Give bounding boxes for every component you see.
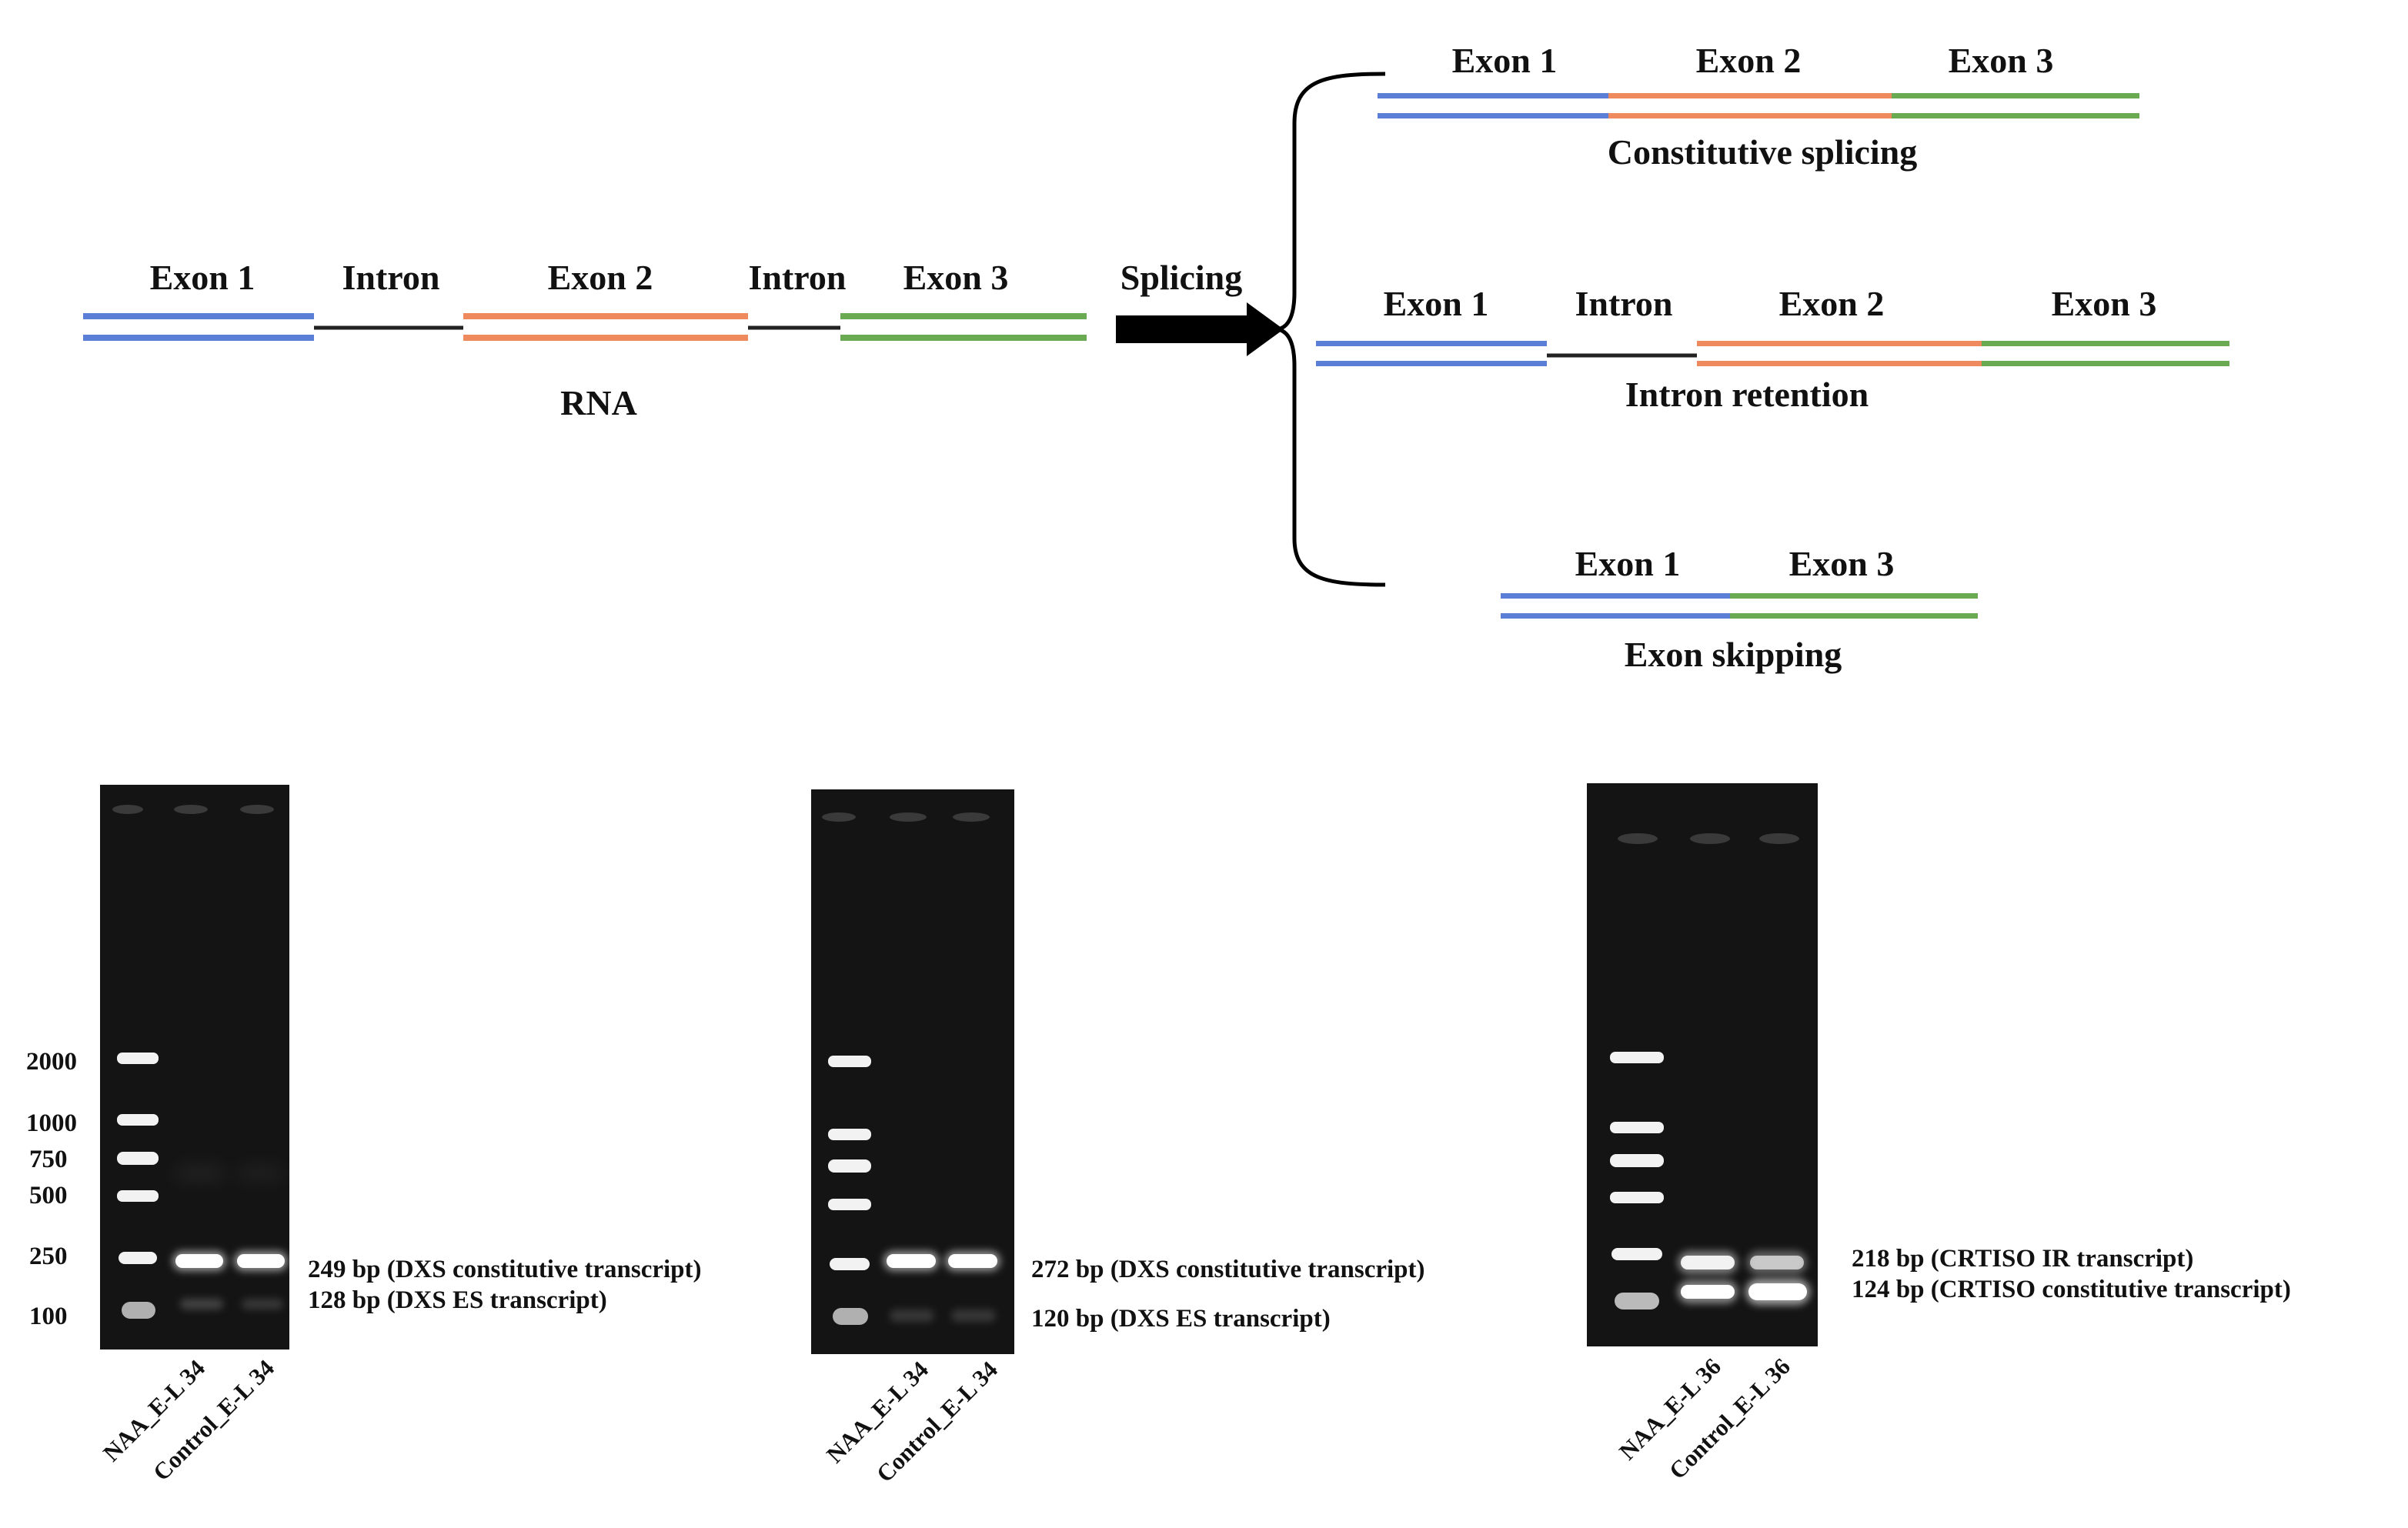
skipping-label-exon-3: Exon 3 bbox=[1789, 544, 1895, 583]
gel-1-ladder-750: 750 bbox=[29, 1146, 68, 1173]
gel-1-ladder-250: 250 bbox=[29, 1243, 68, 1270]
gel-2-ladder bbox=[828, 1056, 871, 1325]
gel-2-band-label-2: 120 bp (DXS ES transcript) bbox=[1031, 1305, 1331, 1333]
gel-3-band-label-1: 218 bp (CRTISO IR transcript) bbox=[1852, 1245, 2193, 1273]
gel-3-band-label-2: 124 bp (CRTISO constitutive transcript) bbox=[1852, 1276, 2291, 1303]
gel-3-wells bbox=[1618, 833, 1799, 844]
pre-mrna-label-exon-2: Exon 2 bbox=[548, 258, 653, 297]
retention-exon-2 bbox=[1697, 341, 1982, 366]
gel-1-ladder-100: 100 bbox=[29, 1303, 68, 1330]
gel-1-wells bbox=[112, 805, 274, 814]
gel-2-wells bbox=[822, 812, 990, 822]
gel-1-ladder-500: 500 bbox=[29, 1182, 68, 1209]
gel-1-ladder bbox=[117, 1053, 159, 1319]
pre-mrna-exon-1 bbox=[83, 313, 314, 341]
pre-mrna-exon-2 bbox=[463, 313, 748, 341]
pre-mrna-label-rna: RNA bbox=[560, 383, 637, 422]
constitutive-exon-1 bbox=[1378, 93, 1608, 118]
gel-1-band-label-1: 249 bp (DXS constitutive transcript) bbox=[308, 1256, 701, 1283]
pre-mrna-label-exon-3: Exon 3 bbox=[903, 258, 1009, 297]
constitutive-splicing-title: Constitutive splicing bbox=[1608, 132, 1918, 172]
gel-3-panel: 218 bp (CRTISO IR transcript) 124 bp (CR… bbox=[1587, 783, 2291, 1484]
retention-exon-1 bbox=[1316, 341, 1547, 366]
gel-1-ladder-1000: 1000 bbox=[26, 1109, 77, 1137]
outcome-constitutive-splicing: Exon 1 Exon 2 Exon 3 Constitutive splici… bbox=[1378, 41, 2139, 172]
outcome-brace bbox=[1277, 72, 1386, 587]
pre-mrna-label-intron-2: Intron bbox=[749, 258, 847, 297]
gel-1-sample-bands bbox=[172, 1169, 288, 1309]
splicing-label: Splicing bbox=[1121, 258, 1243, 297]
pre-mrna-exon-3 bbox=[840, 313, 1087, 341]
skipping-label-exon-1: Exon 1 bbox=[1575, 544, 1681, 583]
gel-3-ladder bbox=[1610, 1052, 1664, 1309]
outcome-intron-retention: Exon 1 Intron Exon 2 Exon 3 Intron reten… bbox=[1316, 284, 2229, 414]
pre-mrna-diagram: Exon 1 Intron Exon 2 Intron Exon 3 RNA bbox=[83, 258, 1087, 422]
gel-2-lane-label-2: Control_E-L 34 bbox=[871, 1356, 1003, 1487]
retention-exon-3 bbox=[1982, 341, 2229, 366]
constitutive-exon-2 bbox=[1608, 93, 1892, 118]
skipping-exon-1 bbox=[1501, 593, 1730, 619]
retention-label-exon-2: Exon 2 bbox=[1779, 284, 1885, 323]
gel-1-band-label-2: 128 bp (DXS ES transcript) bbox=[308, 1286, 607, 1314]
gel-3-sample-bands bbox=[1678, 1251, 1810, 1305]
retention-label-exon-1: Exon 1 bbox=[1384, 284, 1489, 323]
gel-3-lane-label-2: Control_E-L 36 bbox=[1664, 1353, 1795, 1484]
outcome-exon-skipping: Exon 1 Exon 3 Exon skipping bbox=[1501, 544, 1978, 674]
intron-retention-title: Intron retention bbox=[1625, 375, 1869, 414]
skipping-exon-3 bbox=[1730, 593, 1978, 619]
retention-label-intron: Intron bbox=[1575, 284, 1673, 323]
constitutive-label-exon-1: Exon 1 bbox=[1452, 41, 1558, 80]
constitutive-exon-3 bbox=[1892, 93, 2139, 118]
gel-2-panel: 272 bp (DXS constitutive transcript) 120… bbox=[811, 789, 1424, 1487]
gel-1-lane-label-2: Control_E-L 34 bbox=[148, 1354, 279, 1486]
constitutive-label-exon-3: Exon 3 bbox=[1949, 41, 2054, 80]
retention-label-exon-3: Exon 3 bbox=[2052, 284, 2157, 323]
exon-skipping-title: Exon skipping bbox=[1625, 635, 1842, 674]
gel-2-band-label-1: 272 bp (DXS constitutive transcript) bbox=[1031, 1256, 1424, 1283]
splicing-arrow: Splicing bbox=[1116, 258, 1284, 356]
pre-mrna-label-exon-1: Exon 1 bbox=[150, 258, 255, 297]
gel-1-panel: 2000 1000 750 500 250 100 249 bp (DXS co… bbox=[26, 785, 701, 1486]
gel-1-ladder-2000: 2000 bbox=[26, 1048, 77, 1076]
constitutive-label-exon-2: Exon 2 bbox=[1696, 41, 1802, 80]
gel-2-sample-bands bbox=[883, 1251, 1000, 1322]
pre-mrna-label-intron-1: Intron bbox=[342, 258, 440, 297]
